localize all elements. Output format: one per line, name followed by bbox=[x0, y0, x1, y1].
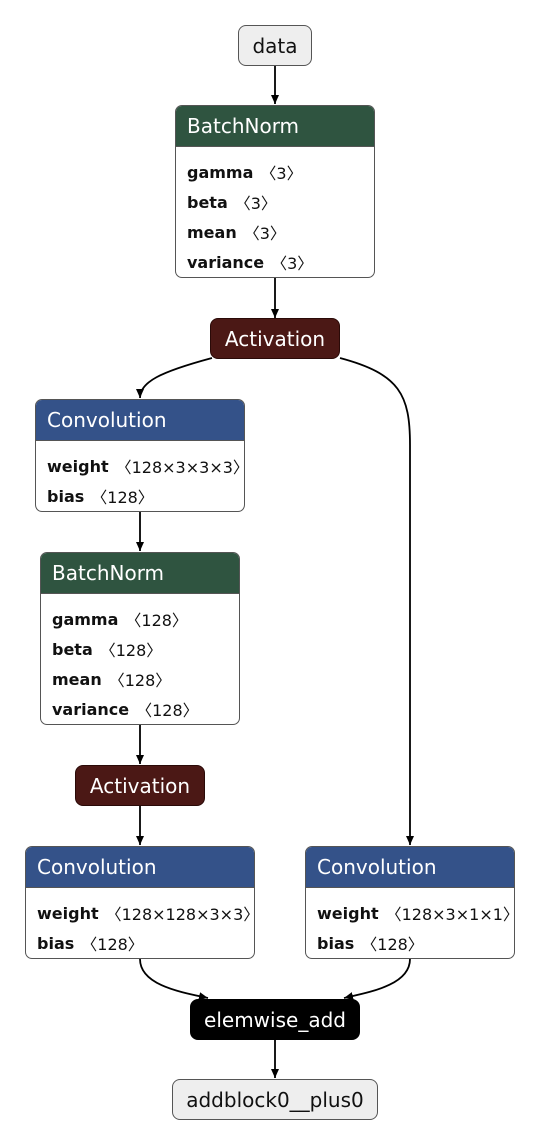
convolution-attributes: weight〈128×128×3×3〉 bias〈128〉 bbox=[26, 888, 254, 958]
attr-beta: beta〈3〉 bbox=[187, 192, 277, 214]
batchnorm-node-1[interactable]: BatchNorm gamma〈3〉 beta〈3〉 mean〈3〉 varia… bbox=[175, 105, 375, 278]
elemwise-add-label: elemwise_add bbox=[204, 1007, 346, 1032]
activation-node-1[interactable]: Activation bbox=[210, 318, 340, 359]
attr-gamma: gamma〈3〉 bbox=[187, 162, 303, 184]
activation-label: Activation bbox=[89, 773, 191, 798]
attr-bias: bias〈128〉 bbox=[317, 933, 424, 955]
attr-weight: weight〈128×3×1×1〉 bbox=[317, 903, 515, 925]
edge-activation-to-convolution-right bbox=[339, 357, 414, 845]
convolution-header: Convolution bbox=[306, 847, 514, 888]
attr-bias: bias〈128〉 bbox=[47, 486, 154, 508]
attr-mean: mean〈3〉 bbox=[187, 222, 286, 244]
attr-mean: mean〈128〉 bbox=[52, 669, 172, 691]
batchnorm-attributes: gamma〈3〉 beta〈3〉 mean〈3〉 variance〈3〉 bbox=[176, 147, 374, 277]
attr-variance: variance〈3〉 bbox=[187, 252, 314, 274]
edge-activation-to-convolution-left bbox=[136, 357, 213, 399]
convolution-attributes: weight〈128×3×3×3〉 bias〈128〉 bbox=[36, 441, 244, 511]
batchnorm-header: BatchNorm bbox=[41, 553, 239, 594]
attr-weight: weight〈128×128×3×3〉 bbox=[37, 903, 255, 925]
batchnorm-node-2[interactable]: BatchNorm gamma〈128〉 beta〈128〉 mean〈128〉… bbox=[40, 552, 240, 725]
batchnorm-header: BatchNorm bbox=[176, 106, 374, 147]
attr-beta: beta〈128〉 bbox=[52, 639, 163, 661]
attr-bias: bias〈128〉 bbox=[37, 933, 144, 955]
convolution-node-2[interactable]: Convolution weight〈128×128×3×3〉 bias〈128… bbox=[25, 846, 255, 959]
convolution-attributes: weight〈128×3×1×1〉 bias〈128〉 bbox=[306, 888, 514, 958]
elemwise-add-node[interactable]: elemwise_add bbox=[190, 999, 360, 1040]
convolution-header: Convolution bbox=[36, 400, 244, 441]
attr-weight: weight〈128×3×3×3〉 bbox=[47, 456, 245, 478]
input-node-data[interactable]: data bbox=[238, 25, 312, 66]
edge-convolution-right-to-elemwise-add bbox=[343, 958, 411, 1000]
output-node-label: addblock0__plus0 bbox=[186, 1087, 364, 1112]
activation-label: Activation bbox=[224, 326, 326, 351]
input-node-label: data bbox=[252, 33, 298, 58]
batchnorm-attributes: gamma〈128〉 beta〈128〉 mean〈128〉 variance〈… bbox=[41, 594, 239, 724]
output-node[interactable]: addblock0__plus0 bbox=[172, 1079, 378, 1120]
convolution-node-3[interactable]: Convolution weight〈128×3×1×1〉 bias〈128〉 bbox=[305, 846, 515, 959]
convolution-node-1[interactable]: Convolution weight〈128×3×3×3〉 bias〈128〉 bbox=[35, 399, 245, 512]
attr-gamma: gamma〈128〉 bbox=[52, 609, 188, 631]
attr-variance: variance〈128〉 bbox=[52, 699, 199, 721]
edge-convolution-left-to-elemwise-add bbox=[139, 958, 209, 1001]
activation-node-2[interactable]: Activation bbox=[75, 765, 205, 806]
convolution-header: Convolution bbox=[26, 847, 254, 888]
